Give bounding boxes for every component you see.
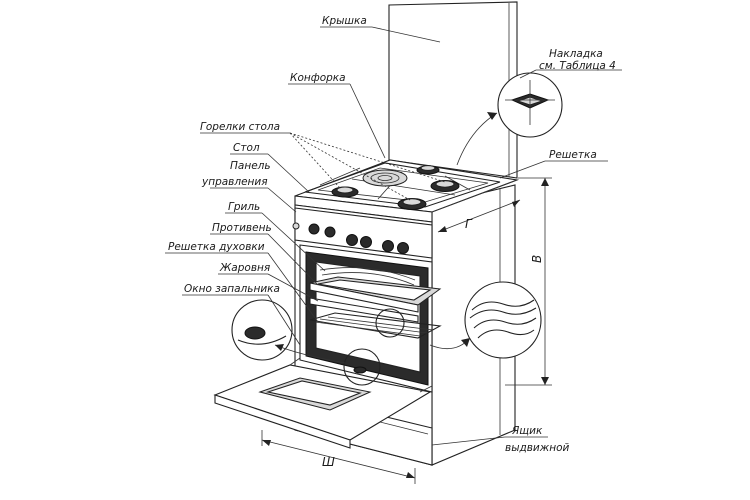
detail-source-circle	[343, 348, 381, 386]
dimension-lines	[261, 177, 552, 484]
dimension-depth: Г	[465, 217, 473, 231]
oven-door	[213, 357, 433, 449]
label-table-burners: Горелки стола	[200, 121, 280, 133]
label-baking-tray: Противень	[212, 222, 272, 234]
label-overlay: Накладка	[549, 48, 603, 60]
label-panel-2: управления	[201, 176, 268, 188]
label-table: Стол	[233, 142, 260, 154]
label-grate: Решетка	[549, 149, 597, 161]
dimension-height: В	[530, 255, 544, 263]
detail-ignition-circle	[231, 299, 293, 361]
label-lid: Крышка	[322, 15, 367, 27]
lid-drawing	[388, 1, 518, 179]
detail-rack-circle	[464, 281, 542, 359]
detail-arrows	[274, 112, 498, 364]
leader-lines	[165, 26, 622, 446]
dimension-width: Ш	[322, 455, 335, 469]
burner-grate	[304, 162, 501, 210]
label-roasting-pan: Жаровня	[219, 262, 270, 274]
label-grill: Гриль	[228, 201, 260, 213]
label-panel: Панель	[230, 160, 271, 172]
label-drawer: Ящик	[511, 425, 543, 437]
table-top	[294, 159, 520, 223]
label-overlay-ref: см. Таблица 4	[539, 60, 616, 72]
detail-overlay-circle	[497, 72, 563, 138]
label-burner: Конфорка	[290, 72, 346, 84]
rack-source-circle	[375, 308, 405, 338]
control-knobs	[292, 222, 409, 254]
oven-rack	[309, 312, 442, 339]
label-drawer-2: выдвижной	[505, 442, 569, 454]
label-oven-rack: Решетка духовки	[168, 241, 265, 253]
label-ignition-window: Окно запальника	[184, 283, 280, 295]
